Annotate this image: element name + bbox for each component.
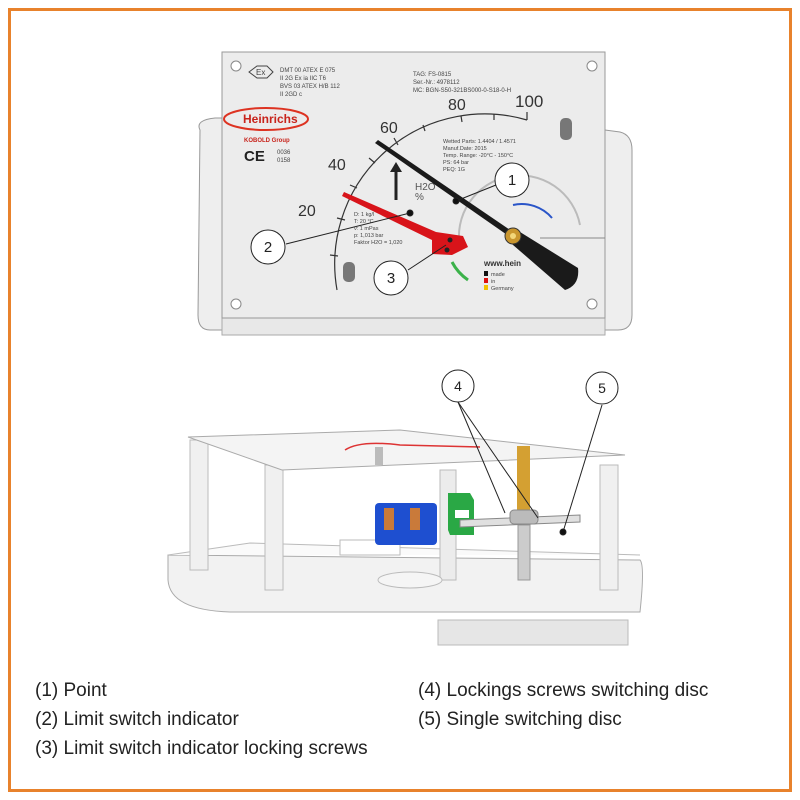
approval-line: II 2GD c <box>280 92 302 98</box>
legend-item-4: (4) Lockings screws switching disc <box>418 680 709 701</box>
tag-line: MC: BGN-S50-321BS000-0-S18-0-H <box>413 88 511 94</box>
made-in: made <box>491 272 505 278</box>
callout-4: 4 <box>454 378 462 394</box>
ex-icon <box>248 65 274 79</box>
legend-item-1: (1) Point <box>35 680 107 701</box>
medium-line: ν: 1 mPas <box>354 226 379 232</box>
approval-line: DMT 00 ATEX E 075 <box>280 68 336 74</box>
spec-line: Manuf.Date: 2015 <box>443 146 487 152</box>
orange-frame <box>8 8 792 792</box>
callouts-bottom <box>441 369 619 536</box>
callout-2: 2 <box>264 239 272 256</box>
scale-label: 20 <box>298 203 316 220</box>
callout-3: 3 <box>387 270 395 287</box>
locking-screw <box>447 237 453 243</box>
callout-5: 5 <box>598 380 606 396</box>
brand-sub: KOBOLD Group <box>244 138 290 144</box>
tag-line: Ser.-Nr.: 4978112 <box>413 80 460 86</box>
medium-line: T: 20 °C <box>354 219 374 225</box>
unit-label: % <box>415 192 424 203</box>
legend-item-2: (2) Limit switch indicator <box>35 709 239 730</box>
ce-number: 0158 <box>277 158 291 164</box>
approval-line: BVS 03 ATEX H/B 112 <box>280 84 340 90</box>
spec-line: PEQ: 1G <box>443 167 465 173</box>
made-in: Germany <box>491 286 514 292</box>
ce-mark: CE <box>244 148 265 165</box>
microswitch <box>375 503 437 545</box>
callouts-top <box>250 162 530 296</box>
website: www.hein <box>483 259 521 268</box>
brand-logo: Heinrichs <box>243 112 298 126</box>
scale-label: 100 <box>515 92 543 111</box>
legend-item-3: (3) Limit switch indicator locking screw… <box>35 738 368 759</box>
dial-text: Ex DMT 00 ATEX E 075 II 2G Ex ia IIC T6 … <box>223 65 511 165</box>
spec-line: Wetted Parts: 1.4404 / 1.4571 <box>443 139 516 145</box>
made-in: in <box>491 279 495 285</box>
legend-item-5: (5) Single switching disc <box>418 709 622 730</box>
medium-line: Faktor H2O = 1,020 <box>354 240 402 246</box>
scale-label: 80 <box>448 97 466 114</box>
tag-line: TAG: FS-0815 <box>413 72 452 78</box>
limit-switch-indicator <box>342 192 468 255</box>
spec-line: PS: 64 bar <box>443 160 469 166</box>
medium-line: p: 1,013 bar <box>354 233 384 239</box>
scale-label: 40 <box>328 157 346 174</box>
spec-line: Temp. Range: -20°C - 150°C <box>443 153 513 159</box>
scale-label: 60 <box>380 120 398 137</box>
unit-label: H2O <box>415 182 436 193</box>
dial-housing <box>197 51 633 336</box>
locking-screw <box>444 247 450 253</box>
arrow-up-icon <box>390 162 402 172</box>
medium-line: D: 1 kg/l <box>354 212 374 218</box>
ex-mark: Ex <box>256 68 265 77</box>
pointer <box>375 140 579 290</box>
callout-1: 1 <box>508 172 516 189</box>
ce-number: 0036 <box>277 150 291 156</box>
shaft <box>517 446 530 516</box>
approval-line: II 2G Ex ia IIC T6 <box>280 76 327 82</box>
